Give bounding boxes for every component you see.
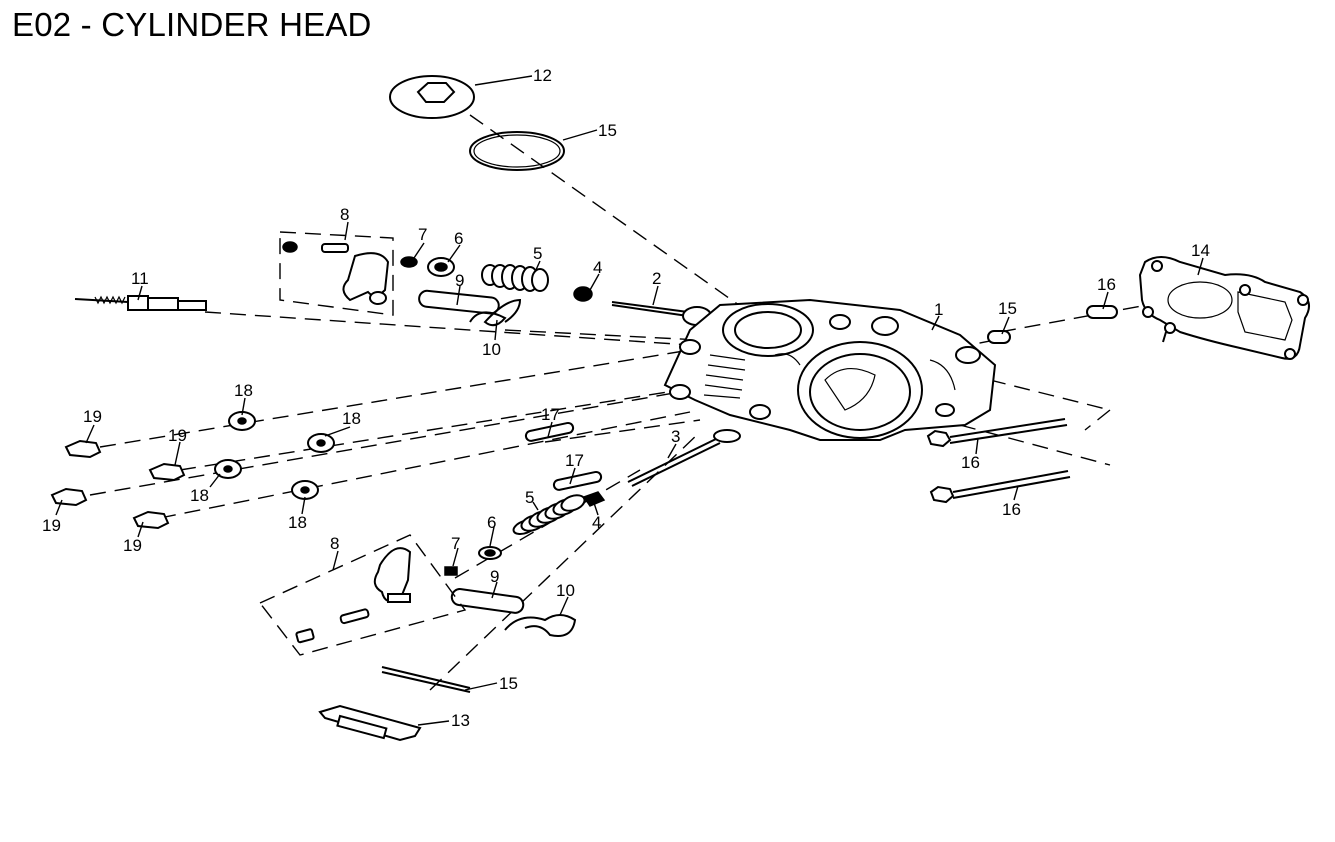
callout-15-right: 16 <box>1097 275 1116 294</box>
callout-18-top: 18 <box>234 381 253 400</box>
exhaust-valve <box>627 429 741 487</box>
callout-4-lower: 4 <box>592 513 601 532</box>
lower-cover-seal <box>381 666 471 693</box>
callout-7-lower: 7 <box>451 534 460 553</box>
callout-1: 1 <box>934 300 943 319</box>
washers-and-nuts <box>50 411 335 530</box>
o-ring-top <box>469 131 565 171</box>
callout-5-upper: 5 <box>533 244 542 263</box>
callout-17-upper: 17 <box>541 405 560 424</box>
callout-17-lower: 17 <box>565 451 584 470</box>
callout-9-lower: 9 <box>490 567 499 586</box>
callout-12-top: 12 <box>533 66 552 85</box>
callout-19-top: 19 <box>83 407 102 426</box>
callout-6-upper: 6 <box>454 229 463 248</box>
callout-3: 3 <box>671 427 680 446</box>
callout-2: 2 <box>652 269 661 288</box>
callout-8-upper: 8 <box>340 205 349 224</box>
callout-16-upper: 16 <box>961 453 980 472</box>
rocker-assembly-lower <box>259 534 467 656</box>
tappet-cap-top <box>389 75 475 119</box>
callout-19-left: 19 <box>42 516 61 535</box>
dowel-pins <box>987 305 1118 344</box>
callout-12-bottom: 13 <box>451 711 470 730</box>
callout-10-upper: 10 <box>482 340 501 359</box>
callout-19-mid: 19 <box>168 426 187 445</box>
cylinder-head-body <box>663 298 997 441</box>
callout-18-mid: 18 <box>342 409 361 428</box>
spark-plug <box>74 295 207 311</box>
callout-leaders <box>55 75 1204 726</box>
callout-14-bottom: 15 <box>499 674 518 693</box>
rocker-assembly-upper <box>279 231 394 316</box>
valve-train-lower <box>444 491 606 637</box>
callout-18-bottom: 18 <box>288 513 307 532</box>
callout-19-bottom: 19 <box>123 536 142 555</box>
callout-9-upper: 9 <box>455 271 464 290</box>
callout-4-upper: 4 <box>593 258 602 277</box>
callout-5-lower: 5 <box>525 488 534 507</box>
callout-7-upper: 7 <box>418 225 427 244</box>
valve-train-upper <box>400 256 712 327</box>
head-bolts <box>926 418 1071 504</box>
callout-18-left: 18 <box>190 486 209 505</box>
callout-6-lower: 6 <box>487 513 496 532</box>
callout-labels: 12 15 8 7 6 5 4 2 11 9 10 1 15 16 14 18 … <box>42 66 1210 730</box>
callout-14-top: 15 <box>598 121 617 140</box>
callout-10-lower: 10 <box>556 581 575 600</box>
callout-16-lower: 16 <box>1002 500 1021 519</box>
assembly-lines <box>89 114 1241 691</box>
callout-13: 14 <box>1191 241 1210 260</box>
cylinder-head-gasket <box>1138 256 1310 360</box>
diagram-title: E02 - CYLINDER HEAD <box>12 6 372 43</box>
callout-11: 11 <box>131 269 149 288</box>
tappet-cap-bottom <box>318 704 422 742</box>
callout-15-left: 15 <box>998 299 1017 318</box>
callout-8-lower: 8 <box>330 534 339 553</box>
